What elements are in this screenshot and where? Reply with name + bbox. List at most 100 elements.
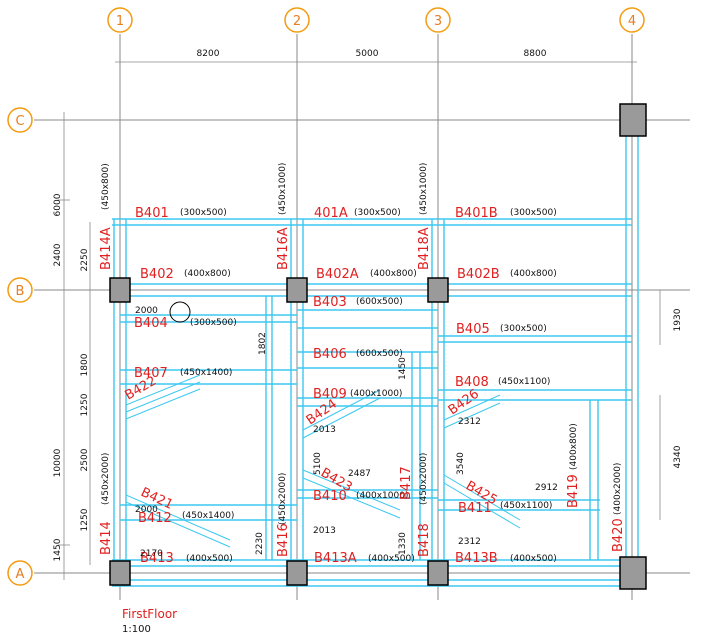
grid-bubble-c xyxy=(7,107,33,133)
dim-inner-left-4: 2500 xyxy=(80,448,90,471)
beam-b416: B416 xyxy=(276,523,291,557)
dim-2000-top: 2000 xyxy=(135,306,158,316)
beam-b419: B419 xyxy=(566,474,581,508)
beam-b401: B401 xyxy=(135,206,169,221)
grid-bubble-a xyxy=(7,560,33,586)
beam-b413a-size: (400x500) xyxy=(368,554,415,564)
beam-b412: B412 xyxy=(138,511,172,526)
beam-b419-size: (400x800) xyxy=(569,423,579,470)
inner-dimensions: 2000 2000 2170 2013 2013 2487 2312 2312 … xyxy=(135,306,558,559)
drawing-title: FirstFloor xyxy=(122,607,177,621)
beam-b402-size: (400x800) xyxy=(184,269,231,279)
grid-label-4: 4 xyxy=(628,14,636,29)
beam-b408: B408 xyxy=(455,375,489,390)
beam-b416a: B416A xyxy=(276,227,291,270)
beam-b417: B417 xyxy=(399,466,414,500)
dim-2230: 2230 xyxy=(255,532,265,555)
beam-b404-size: (300x500) xyxy=(190,318,237,328)
beam-b402a: B402A xyxy=(316,267,359,282)
beam-b416-size: (450x2000) xyxy=(278,473,288,525)
beam-b407: B407 xyxy=(134,366,168,381)
grid-label-2: 2 xyxy=(293,14,301,29)
column-1a xyxy=(109,560,131,586)
beam-b401a-size: (300x500) xyxy=(354,208,401,218)
column-3b xyxy=(427,277,449,303)
dim-1450-inner: 1450 xyxy=(398,357,408,380)
beam-b402a-size: (400x800) xyxy=(370,269,417,279)
beam-b410-size: (400x1000) xyxy=(356,491,408,501)
beam-b406-size: (600x500) xyxy=(356,349,403,359)
column-4c xyxy=(619,103,647,137)
beam-b402b: B402B xyxy=(457,267,500,282)
dim-1802: 1802 xyxy=(258,332,268,355)
beam-b413b: B413B xyxy=(455,551,498,566)
grid-lines xyxy=(34,34,690,600)
beam-b418a: B418A xyxy=(417,227,432,270)
beam-b401-size: (300x500) xyxy=(180,208,227,218)
dim-2000-bottom: 2000 xyxy=(135,505,158,515)
beam-b407-size: (450x1400) xyxy=(180,368,232,378)
beam-b411-size: (450x1100) xyxy=(500,501,552,511)
dim-inner-left-5: 1250 xyxy=(80,508,90,531)
beam-b413a: B413A xyxy=(314,551,357,566)
grid-label-1: 1 xyxy=(116,14,124,29)
beam-b402: B402 xyxy=(140,267,174,282)
column-2a xyxy=(286,560,308,586)
dim-left-4: 1450 xyxy=(53,538,63,561)
column-1b xyxy=(109,277,131,303)
dim-left-3: 10000 xyxy=(53,448,63,477)
beam-b413-size: (400x500) xyxy=(186,554,233,564)
dim-5100: 5100 xyxy=(313,452,323,475)
dim-1330: 1330 xyxy=(398,532,408,555)
beam-b416a-size: (450x1000) xyxy=(278,163,288,215)
beam-b420-size: (400x2000) xyxy=(613,463,623,515)
beam-b405: B405 xyxy=(456,322,490,337)
beam-b413: B413 xyxy=(140,551,174,566)
dim-2013-bottom: 2013 xyxy=(313,526,336,536)
dim-2013-top: 2013 xyxy=(313,425,336,435)
beam-b418-size: (450x2000) xyxy=(419,453,429,505)
grid-label-a: A xyxy=(16,567,25,582)
beam-b414a-size: (450x800) xyxy=(101,163,111,210)
dim-inner-left-1: 2250 xyxy=(80,248,90,271)
dim-2312-top: 2312 xyxy=(458,417,481,427)
dim-2312-bottom: 2312 xyxy=(458,537,481,547)
drawing-scale: 1:100 xyxy=(122,624,151,635)
beam-b414-size: (450x2000) xyxy=(101,453,111,505)
beam-b418: B418 xyxy=(417,523,432,557)
beam-b401a: 401A xyxy=(314,206,348,221)
grid-label-c: C xyxy=(15,114,24,129)
beam-b406: B406 xyxy=(313,347,347,362)
dim-right-1: 1930 xyxy=(673,308,683,331)
beam-b405-size: (300x500) xyxy=(500,324,547,334)
dimension-lines xyxy=(58,61,661,580)
dim-right-2: 4340 xyxy=(673,445,683,468)
dim-inner-left-2: 1800 xyxy=(80,353,90,376)
beam-b412-size: (450x1400) xyxy=(182,511,234,521)
beam-b403-size: (600x500) xyxy=(356,297,403,307)
beam-b402b-size: (400x800) xyxy=(510,269,557,279)
beam-b414a: B414A xyxy=(99,227,114,270)
grid-bubble-b xyxy=(7,277,33,303)
dim-2912: 2912 xyxy=(535,483,558,493)
grid-bubble-2 xyxy=(284,7,310,33)
dim-left-2: 2400 xyxy=(53,243,63,266)
beam-b401b: B401B xyxy=(455,206,498,221)
beam-b420: B420 xyxy=(611,518,626,552)
dim-top-3: 8800 xyxy=(524,49,547,59)
grid-bubble-4 xyxy=(619,7,645,33)
beam-lines xyxy=(112,120,639,587)
beam-b404: B404 xyxy=(134,316,168,331)
beam-b403: B403 xyxy=(313,295,347,310)
column-3a xyxy=(427,560,449,586)
dim-2170: 2170 xyxy=(140,549,163,559)
beam-b409: B409 xyxy=(313,387,347,402)
column-4a xyxy=(619,556,647,590)
beam-b411: B411 xyxy=(458,501,492,516)
columns xyxy=(109,103,647,590)
grid-label-3: 3 xyxy=(434,14,442,29)
beam-b401b-size: (300x500) xyxy=(510,208,557,218)
dim-top-2: 5000 xyxy=(356,49,379,59)
dim-left-1: 6000 xyxy=(53,193,63,216)
section-marker xyxy=(169,301,191,323)
